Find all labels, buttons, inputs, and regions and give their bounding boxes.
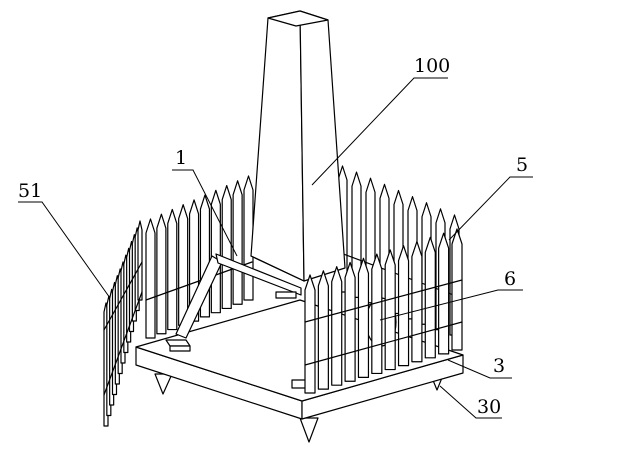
- label-1: 1: [175, 147, 187, 169]
- brace-foot-pad-side: [169, 345, 191, 352]
- fence-picket: [221, 184, 232, 310]
- leader-lines: [18, 77, 533, 419]
- base-plate: [135, 299, 464, 420]
- label-3: 3: [493, 355, 505, 377]
- label-6: 6: [504, 268, 516, 290]
- label-5: 5: [516, 154, 528, 176]
- brace-clamp: [275, 291, 297, 299]
- obelisk-left-face: [250, 10, 305, 282]
- brace-horizontal-bar: [215, 253, 302, 296]
- fence-picket: [424, 236, 436, 359]
- obelisk-base-edge: [250, 255, 305, 282]
- leader-6: [379, 289, 523, 321]
- leader-1: [172, 169, 238, 257]
- front-fence: [304, 228, 463, 394]
- leader-51: [18, 201, 111, 299]
- obelisk-column: [250, 10, 346, 282]
- base-plate-top: [135, 299, 464, 402]
- label-100: 100: [414, 55, 450, 77]
- leader-100: [311, 77, 448, 186]
- leader-30: [439, 385, 502, 419]
- support-leg-front: [299, 417, 319, 443]
- fence-picket: [317, 270, 329, 390]
- support-leg-left: [154, 373, 173, 395]
- fence-rail: [304, 321, 463, 366]
- panel-picket: [137, 220, 143, 301]
- leader-5: [448, 176, 533, 241]
- fence-picket: [156, 213, 167, 335]
- obelisk-right-face: [299, 10, 346, 282]
- fence-picket: [357, 257, 370, 378]
- reference-labels: 100 1 5 51 6 3 30: [18, 55, 528, 418]
- fence-picket: [411, 240, 423, 363]
- detached-fence-panel: [103, 220, 143, 427]
- fence-picket: [344, 261, 356, 382]
- brace-frame: [165, 253, 311, 389]
- panel-rail: [103, 261, 143, 331]
- obelisk-top-face: [267, 10, 329, 27]
- fence-picket: [232, 180, 243, 305]
- fence-picket: [397, 245, 410, 367]
- fence-picket: [145, 218, 156, 339]
- fence-picket: [438, 232, 450, 355]
- label-30: 30: [477, 396, 501, 418]
- fence-picket: [178, 204, 189, 326]
- brace-foot-pad: [165, 339, 191, 347]
- fence-picket: [384, 249, 396, 371]
- fence-picket: [331, 266, 343, 386]
- panel-rail: [103, 291, 143, 396]
- fence-picket: [243, 175, 254, 301]
- fence-picket: [371, 253, 383, 375]
- fence-picket: [167, 208, 178, 331]
- leader-3: [447, 359, 512, 379]
- fence-picket: [210, 189, 221, 314]
- fence-picket: [451, 228, 463, 351]
- fence-picket: [304, 274, 316, 394]
- label-51: 51: [18, 180, 42, 202]
- fence-rail: [304, 279, 463, 323]
